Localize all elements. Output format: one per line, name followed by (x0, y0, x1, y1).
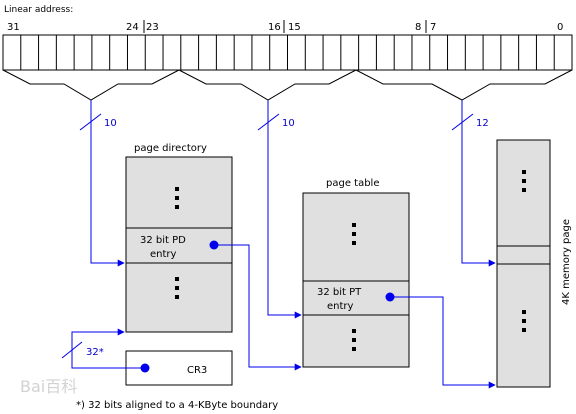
footnote: *) 32 bits aligned to a 4-KByte boundary (76, 400, 278, 411)
pd-ellipsis-bottom (175, 277, 179, 299)
bit-label-7: 7 (430, 22, 436, 33)
bit-label-23: 23 (146, 22, 159, 33)
linear-address-register (2, 34, 573, 71)
table-bits-label: 10 (282, 118, 295, 129)
bit-label-16: 16 (268, 22, 281, 33)
mem-ellipsis-bottom (522, 310, 526, 332)
pt-ellipsis-bottom (352, 329, 356, 351)
directory-bits-label: 10 (104, 118, 117, 129)
field-brace-offset (355, 69, 573, 101)
pt-entry-line2: entry (327, 301, 354, 312)
bit-label-15: 15 (288, 22, 301, 33)
field-brace-table (178, 69, 357, 101)
field-brace-directory (2, 69, 180, 101)
offset-bits-label: 12 (476, 118, 489, 129)
pt-entry-dot (385, 292, 395, 302)
pt-ellipsis-top (352, 223, 356, 245)
pd-to-pt-arrow (214, 244, 302, 371)
page-directory-title: page directory (134, 143, 207, 154)
mem-ellipsis-top (522, 170, 526, 192)
memory-page-label: 4K memory page (561, 219, 572, 305)
bit-label-8: 8 (415, 22, 421, 33)
memory-page-entry (496, 245, 551, 265)
baike-watermark: Bai百科 (20, 377, 77, 396)
directory-index-arrow (90, 100, 125, 267)
cr3-width-label: 32* (86, 347, 104, 358)
pd-entry-dot (209, 240, 219, 250)
offset-arrow (461, 100, 496, 267)
pt-entry-line1: 32 bit PT (317, 287, 362, 298)
linear-address-label: Linear address: (4, 5, 73, 15)
pd-entry-line1: 32 bit PD (140, 235, 186, 246)
bit-label-0: 0 (557, 22, 563, 33)
bit-label-31: 31 (7, 22, 20, 33)
pd-entry-line2: entry (150, 249, 177, 260)
pd-ellipsis-top (175, 187, 179, 209)
bit-label-24: 24 (126, 22, 139, 33)
page-table-title: page table (326, 178, 379, 189)
pt-to-page-arrow (390, 296, 496, 389)
table-index-arrow (267, 100, 302, 319)
cr3-label: CR3 (187, 365, 207, 376)
